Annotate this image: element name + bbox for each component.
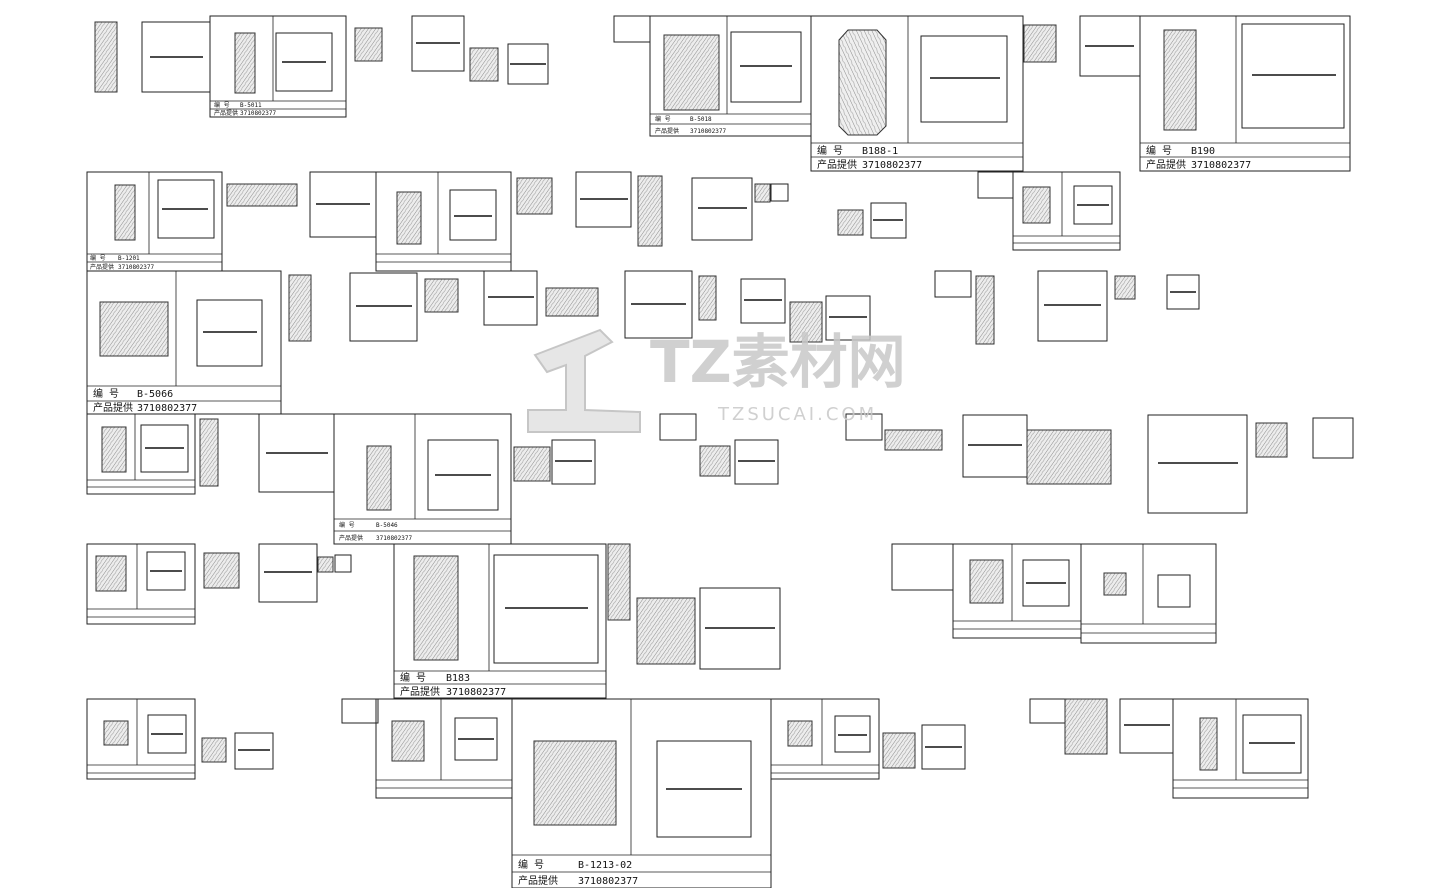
product-code: B-5011 [240, 102, 262, 109]
supplier-phone: 3710802377 [578, 876, 638, 887]
drawing-group-b183 [86, 543, 781, 699]
drawing-group-b377 [891, 543, 1217, 644]
label-number: 编 号 [817, 144, 843, 157]
drawing-group-b5011 [94, 15, 549, 118]
label-supply: 产品提供 [655, 127, 679, 135]
label-number: 编 号 [518, 858, 544, 871]
drawing-group-b190 [1079, 15, 1351, 172]
supplier-phone: 3710802377 [118, 264, 155, 271]
label-number: 编 号 [93, 387, 119, 400]
drawing-group-b5006 [375, 171, 907, 272]
label-supply: 产品提供 [1146, 158, 1186, 171]
watermark: TZ素材网 TZSUCAI.COM [527, 328, 906, 433]
product-code: B-5018 [690, 116, 712, 123]
product-code: B183 [446, 673, 470, 684]
label-supply: 产品提供 [214, 109, 238, 117]
title-block-b190: 编 号 B190 产品提供 3710802377 [1146, 144, 1251, 171]
title-block-b188: 编 号 B188-1 产品提供 3710802377 [817, 144, 922, 171]
drawing-group-b5011b [977, 171, 1121, 251]
product-code: B190 [1191, 146, 1215, 157]
supplier-phone: 3710802377 [240, 110, 277, 117]
supplier-phone: 3710802377 [862, 160, 922, 171]
title-block-b5046: 编 号 B-5046 产品提供 3710802377 [339, 521, 413, 542]
drawing-group-b215 [1029, 698, 1309, 799]
supplier-phone: 3710802377 [446, 687, 506, 698]
drawing-group-b5066 [86, 270, 1200, 415]
drawing-group-b1201 [86, 171, 377, 272]
label-number: 编 号 [655, 115, 671, 123]
title-block-b5018: 编 号 B-5018 产品提供 3710802377 [655, 115, 727, 135]
label-number: 编 号 [1146, 144, 1172, 157]
drawing-group-b188 [810, 15, 1057, 172]
product-code: B-1213-02 [578, 860, 632, 871]
label-number: 编 号 [339, 521, 355, 529]
supplier-phone: 3710802377 [690, 128, 727, 135]
watermark-brand-cn: TZ素材网 [650, 328, 906, 396]
supplier-phone: 3710802377 [376, 535, 413, 542]
label-supply: 产品提供 [93, 401, 133, 414]
title-block-b5011: 编 号 B-5011 产品提供 3710802377 [214, 101, 277, 117]
product-code: B-1201 [118, 255, 140, 262]
supplier-phone: 3710802377 [1191, 160, 1251, 171]
label-supply: 产品提供 [339, 534, 363, 542]
title-block-b1201: 编 号 B-1201 产品提供 3710802377 [90, 254, 155, 271]
label-supply: 产品提供 [817, 158, 857, 171]
watermark-brand-en: TZSUCAI.COM [717, 404, 877, 425]
title-block-b5066: 编 号 B-5066 产品提供 3710802377 [93, 387, 197, 414]
drawing-group-b5018 [613, 15, 812, 137]
product-code: B-5066 [137, 389, 173, 400]
title-block-b1213: 编 号 B-1213-02 产品提供 3710802377 [518, 858, 638, 887]
label-number: 编 号 [400, 671, 426, 684]
product-code: B-5046 [376, 522, 398, 529]
label-supply: 产品提供 [400, 685, 440, 698]
supplier-phone: 3710802377 [137, 403, 197, 414]
drawing-group-b1213 [86, 698, 966, 888]
label-number: 编 号 [90, 254, 106, 262]
title-block-b183: 编 号 B183 产品提供 3710802377 [400, 671, 506, 698]
label-supply: 产品提供 [518, 874, 558, 887]
watermark-logo-icon [527, 328, 641, 433]
label-supply: 产品提供 [90, 263, 114, 271]
product-code: B188-1 [862, 146, 898, 157]
label-number: 编 号 [214, 101, 230, 109]
drawing-group-b5046 [86, 413, 1354, 545]
